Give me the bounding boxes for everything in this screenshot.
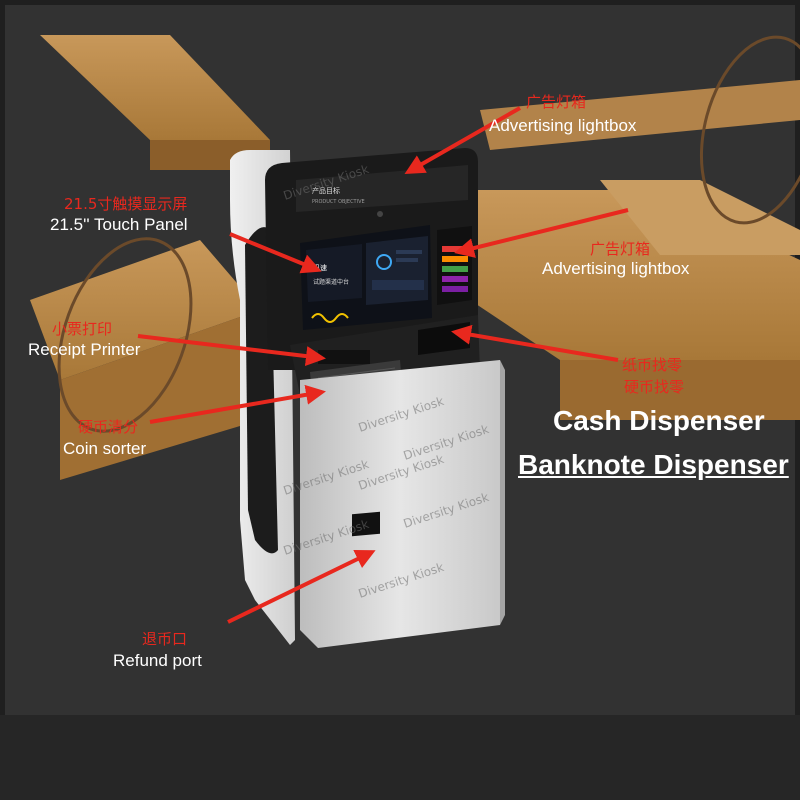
label-ad-side-cn: 广告灯箱 xyxy=(590,240,651,258)
label-ad-top-en: Advertising lightbox xyxy=(489,116,637,135)
arrow-receipt-printer xyxy=(137,334,326,367)
camera-icon xyxy=(377,211,383,217)
label-cash-dispenser: Cash Dispenser xyxy=(553,405,765,436)
arrow-cash-dispenser xyxy=(451,324,619,362)
wire-ring-right xyxy=(699,35,800,225)
label-printer-cn: 小票打印 xyxy=(52,320,113,338)
arrow-top-lightbox xyxy=(404,106,521,174)
label-dispense-cn-2: 硬币找零 xyxy=(624,378,685,396)
refund-port[interactable] xyxy=(352,511,380,537)
screen-text-2: 试题渠道中台 xyxy=(313,278,349,286)
label-ad-top-cn: 广告灯箱 xyxy=(526,93,587,111)
label-touch-cn: 21.5寸触摸显示屏 xyxy=(64,195,188,213)
arrow-touch-panel xyxy=(229,232,322,274)
screen-chart-icon xyxy=(376,254,392,270)
label-dispense-cn-1: 纸币找零 xyxy=(622,356,683,374)
label-coin-cn: 硬币清分 xyxy=(78,418,139,436)
top-lightbox xyxy=(296,165,468,212)
wire-ring-left xyxy=(57,237,193,433)
arrow-side-lightbox xyxy=(454,208,629,258)
wood-block-right xyxy=(480,80,800,150)
arrow-coin-sorter xyxy=(149,384,326,424)
label-banknote-dispenser: Banknote Dispenser xyxy=(518,449,789,480)
label-coin-en: Coin sorter xyxy=(63,439,147,458)
label-touch-en: 21.5'' Touch Panel xyxy=(50,215,188,234)
kiosk-body xyxy=(300,360,500,648)
receipt-slot[interactable] xyxy=(318,350,370,364)
annotation-arrows xyxy=(137,106,629,624)
label-ad-side-en: Advertising lightbox xyxy=(542,259,690,278)
wood-block-left xyxy=(40,35,270,140)
label-refund-en: Refund port xyxy=(113,651,202,670)
header-title: 产品目标 xyxy=(312,186,340,195)
header-subtitle: PRODUCT OBJECTIVE xyxy=(312,199,365,205)
label-printer-en: Receipt Printer xyxy=(28,340,141,359)
side-ad-panel xyxy=(437,226,472,305)
label-refund-cn: 退币口 xyxy=(142,630,188,648)
arrow-refund-port xyxy=(227,550,376,624)
